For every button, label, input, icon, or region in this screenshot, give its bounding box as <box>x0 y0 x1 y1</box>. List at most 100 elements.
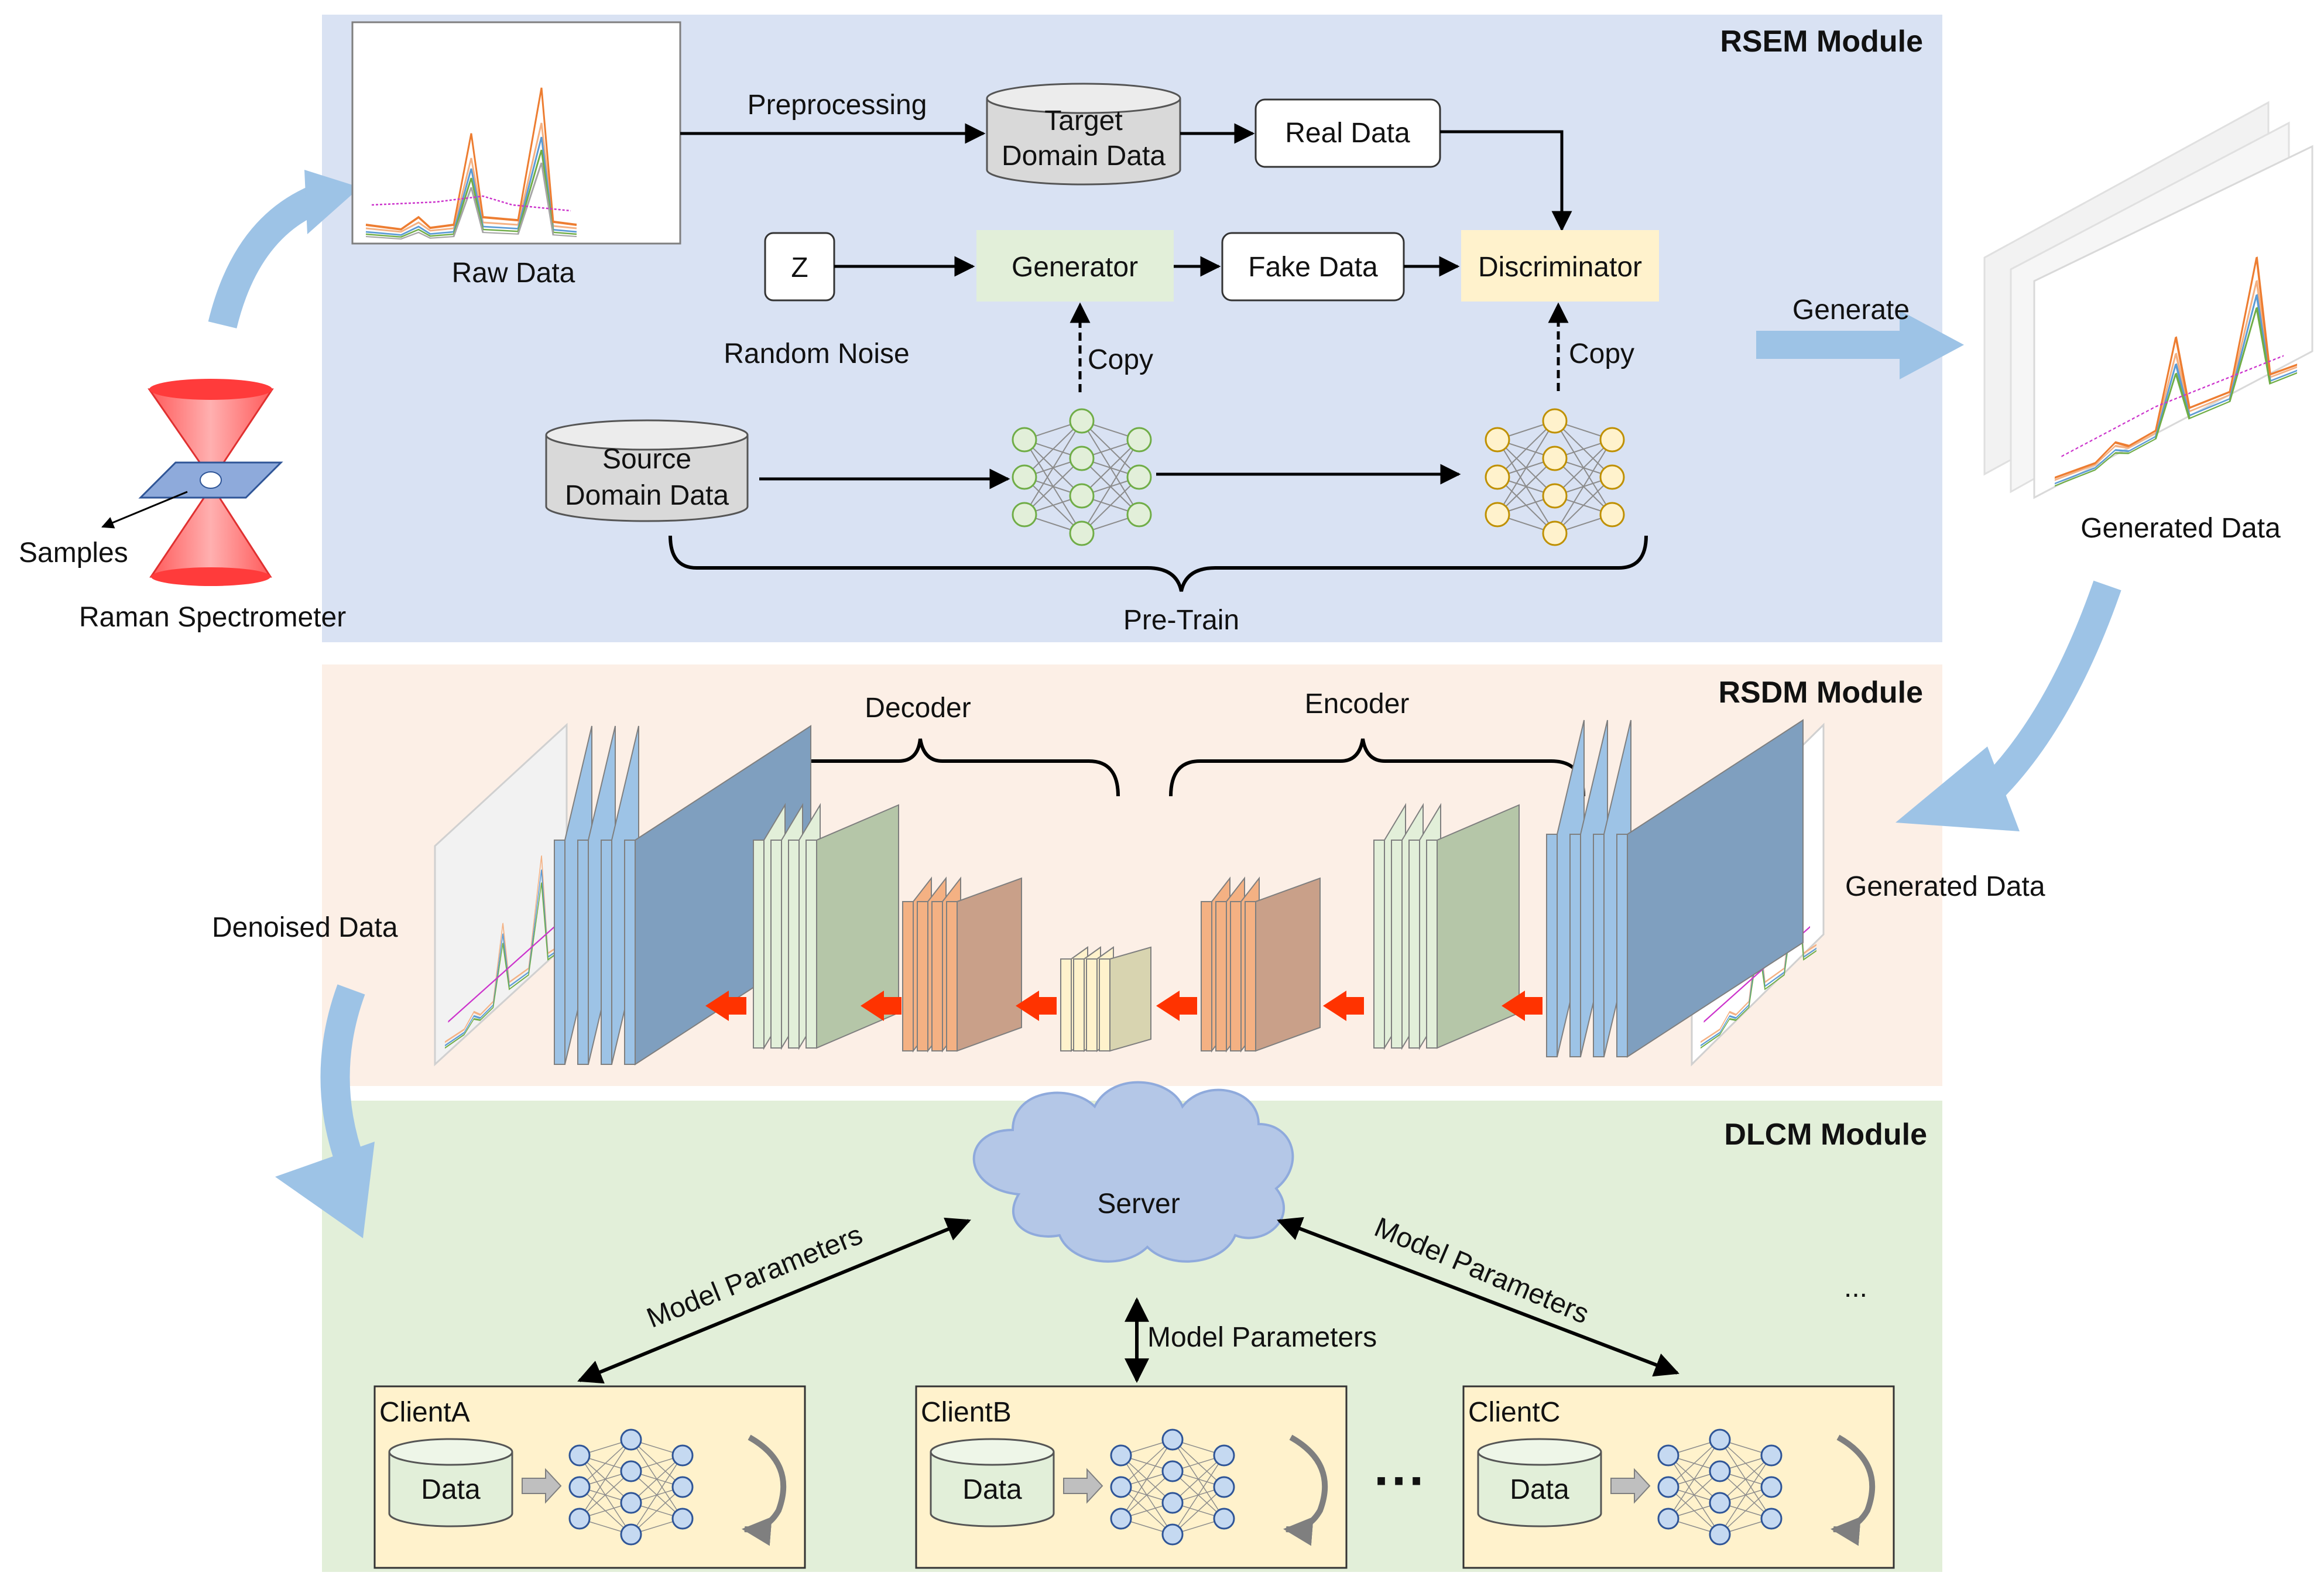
raw-data-plot <box>351 21 681 245</box>
rsdm-module-title: RSDM Module <box>1718 676 1923 710</box>
client-train-arrow <box>522 1468 562 1504</box>
copy-label-generator: Copy <box>1088 344 1153 375</box>
network-node <box>1161 1492 1184 1514</box>
server-cloud <box>972 1081 1294 1263</box>
discriminator-box <box>1461 230 1659 302</box>
network-node <box>1542 520 1568 546</box>
network-node <box>1599 464 1625 490</box>
real-data-label: Real Data <box>1285 118 1410 149</box>
preprocessing-label: Preprocessing <box>748 90 927 121</box>
network-node <box>1110 1476 1132 1498</box>
params-label-center: Model Parameters <box>1147 1322 1377 1353</box>
network-node <box>671 1444 694 1467</box>
generator-network <box>1012 408 1152 546</box>
network-node <box>1657 1476 1679 1498</box>
target-domain-cylinder <box>986 83 1181 186</box>
target-domain-label-1: Target <box>1044 105 1122 136</box>
client-data-cylinder <box>388 1452 513 1527</box>
network-node <box>1126 464 1152 490</box>
client-network <box>568 1429 694 1546</box>
flow-red-arrow-shaft <box>1039 997 1057 1015</box>
decoder-label: Decoder <box>865 693 971 724</box>
server-label: Server <box>1097 1188 1180 1220</box>
network-node <box>1485 502 1510 527</box>
client-data-cylinder <box>1477 1452 1602 1527</box>
dlcm-module-title: DLCM Module <box>1724 1118 1927 1152</box>
params-arrow-left <box>577 1217 971 1384</box>
network-node <box>1599 502 1625 527</box>
client-network <box>1657 1429 1783 1546</box>
client-data-label: Data <box>421 1474 481 1505</box>
network-node <box>1069 446 1095 471</box>
feature-map-layer <box>1099 946 1151 1052</box>
network-node <box>1599 427 1625 453</box>
noise-z-label: Z <box>791 252 808 283</box>
network-node <box>1161 1523 1184 1546</box>
flow-arrow-to-rsdm <box>1895 580 2121 831</box>
client-data-cylinder <box>930 1452 1055 1527</box>
generate-label: Generate <box>1792 294 1910 326</box>
flow-arrow-to-raw <box>208 170 360 328</box>
rsem-module-title: RSEM Module <box>1720 25 1923 59</box>
params-arrow-right <box>1277 1217 1679 1377</box>
denoised-data-label: Denoised Data <box>212 912 398 943</box>
generated-data-label-top: Generated Data <box>2080 513 2281 544</box>
encoder-brace <box>1169 738 1585 797</box>
network-node <box>1069 520 1095 546</box>
flow-red-arrow-shaft <box>1346 997 1364 1015</box>
feature-map-layer <box>1426 804 1520 1049</box>
network-node <box>1709 1429 1731 1451</box>
flow-red-arrow <box>1156 991 1197 1021</box>
denoising-unet-layers <box>554 719 1804 1066</box>
random-noise-label: Random Noise <box>724 338 909 369</box>
network-node <box>1213 1444 1235 1467</box>
network-node <box>620 1523 642 1546</box>
generated-data-stack <box>1983 101 2313 499</box>
network-node <box>568 1476 591 1498</box>
client-name: ClientA <box>379 1397 470 1428</box>
network-node <box>1485 427 1510 453</box>
network-node <box>1069 483 1095 509</box>
source-domain-label-1: Source <box>602 444 691 475</box>
network-node <box>1709 1523 1731 1546</box>
client-data-label: Data <box>962 1474 1022 1505</box>
ellipsis-top: ... <box>1844 1272 1867 1303</box>
client-data-label: Data <box>1510 1474 1569 1505</box>
network-node <box>568 1444 591 1467</box>
flow-red-arrow <box>1016 991 1057 1021</box>
network-node <box>1110 1444 1132 1467</box>
pretrain-label: Pre-Train <box>1123 605 1239 636</box>
client-network <box>1110 1429 1235 1546</box>
network-node <box>1542 446 1568 471</box>
flow-red-arrow-shaft <box>1525 997 1543 1015</box>
network-node <box>1126 502 1152 527</box>
network-node <box>1012 502 1037 527</box>
network-node <box>1542 408 1568 434</box>
flow-red-arrow <box>705 991 746 1021</box>
feature-map-layer <box>1245 877 1321 1052</box>
network-node <box>1213 1508 1235 1530</box>
client-train-arrow <box>1610 1468 1651 1504</box>
network-node <box>620 1460 642 1482</box>
network-node <box>1709 1460 1731 1482</box>
flow-red-arrow <box>861 991 902 1021</box>
feature-map-layer <box>805 804 899 1049</box>
flow-red-arrow-shaft <box>729 997 746 1015</box>
network-node <box>1542 483 1568 509</box>
feature-map-layer <box>946 877 1022 1052</box>
generated-data-label-rsdm: Generated Data <box>1845 871 2045 902</box>
discriminator-label: Discriminator <box>1478 252 1642 283</box>
network-node <box>1485 464 1510 490</box>
flow-red-arrow <box>1502 991 1543 1021</box>
network-node <box>671 1508 694 1530</box>
client-update-arrow <box>1831 1434 1876 1546</box>
network-node <box>1161 1429 1184 1451</box>
samples-label: Samples <box>19 537 128 568</box>
raman-spectrometer-icon <box>138 379 283 586</box>
client-name: ClientC <box>1468 1397 1560 1428</box>
network-node <box>1012 427 1037 453</box>
generator-label: Generator <box>1012 252 1138 283</box>
discriminator-network <box>1485 408 1625 546</box>
